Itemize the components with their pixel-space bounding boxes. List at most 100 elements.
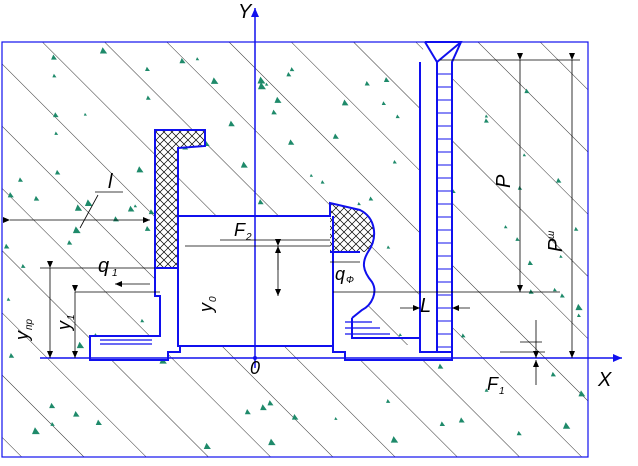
soil-speck [99,47,108,54]
soil-speck [383,77,390,82]
soil-speck [484,388,489,392]
y0-subscript: 0 [208,296,219,302]
l-label: l [108,171,113,193]
soil-speck [437,363,444,369]
soil-speck [574,226,579,231]
soil-speck [577,313,581,317]
soil-speck [484,114,489,118]
diagram-labels: Y X 0 l q 1 q Ф F 2 F 1 y 0 y 1 y пр P P… [12,1,612,397]
psh-label: P [545,238,567,252]
soil-speck [8,353,15,358]
soil-speck [55,169,61,175]
origin-label: 0 [250,358,260,378]
f2-subscript: 2 [245,232,252,243]
soil-speck [320,180,325,184]
soil-speck [265,82,269,86]
soil-speck [33,195,40,201]
soil-speck [145,66,150,71]
soil-speck [286,72,292,77]
soil-speck [54,131,59,135]
soil-speck [53,112,59,118]
soil-speck [503,225,508,229]
soil-speck [146,95,151,100]
soil-speck [257,82,266,90]
soil-speck [522,153,527,157]
soil-speck [395,114,400,119]
soil-speck [309,173,314,177]
soil-speck [267,400,274,406]
soil-speck [562,422,571,429]
soil-speck [50,422,55,426]
soil-speck [240,161,248,168]
qf-label: q [335,264,345,284]
soil-speck [556,177,562,183]
soil-speck [95,419,102,426]
soil-speck [144,225,151,231]
y-axis-label: Y [238,1,253,23]
soil-speck [368,196,374,201]
soil-speck [291,414,299,420]
y1-label: y [54,320,74,332]
soil-speck [386,399,391,403]
y1-subscript: 1 [66,314,77,320]
soil-speck [289,67,295,72]
soil-speck [228,120,235,127]
soil-speck [357,202,361,206]
soil-speck [528,289,534,294]
q1-label: q [98,255,109,277]
structure-cutout [90,42,461,360]
p-label: P [493,174,515,188]
soil-speck [334,416,338,420]
soil-speck [560,293,565,298]
soil-speck [76,341,85,349]
coordinate-axes [40,8,622,368]
soil-speck [381,101,387,105]
soil-speck [257,199,264,205]
soil-speck [203,442,211,450]
soil-speck [49,402,56,409]
soil-speck [390,436,399,443]
soil-speck [210,77,219,84]
soil-speck [195,57,200,61]
soil-speck [268,438,276,446]
soil-speck [559,254,563,258]
f1-subscript: 1 [499,386,505,397]
soil-speck [364,81,370,86]
soil-speck [386,245,391,249]
soil-speck [136,166,144,173]
soil-speck [127,205,135,212]
f1-label: F [487,374,499,394]
soil-speck [73,410,80,417]
psh-subscript: ш [546,230,557,239]
soil-speck [67,240,73,245]
l-length-label: L [420,295,431,317]
soil-speck [21,263,26,268]
soil-speck [31,427,40,435]
qf-subscript: Ф [346,275,354,286]
soil-speck [527,260,533,265]
soil-speck [271,109,277,115]
soil-speck [439,421,446,427]
soil-speck [18,177,23,182]
soil-speck [74,204,83,211]
soil-speck [4,243,10,249]
ypr-subscript: пр [24,318,35,330]
soil-speck [274,96,282,103]
soil-speck [148,209,155,215]
soil-speck [51,54,57,60]
dimension-lines [3,53,580,385]
soil-speck [341,99,349,106]
soil-speck [516,430,522,436]
soil-speck [72,226,81,234]
soil-speck [578,390,586,397]
soil-speck [552,287,557,292]
soil-speck [288,139,295,145]
soil-speck [6,297,11,301]
soil-speck [398,333,403,336]
soil-speck [260,404,267,411]
soil-speck [52,73,57,78]
soil-speck [257,76,266,84]
soil-speck [179,57,186,64]
soil-speck [244,409,251,415]
